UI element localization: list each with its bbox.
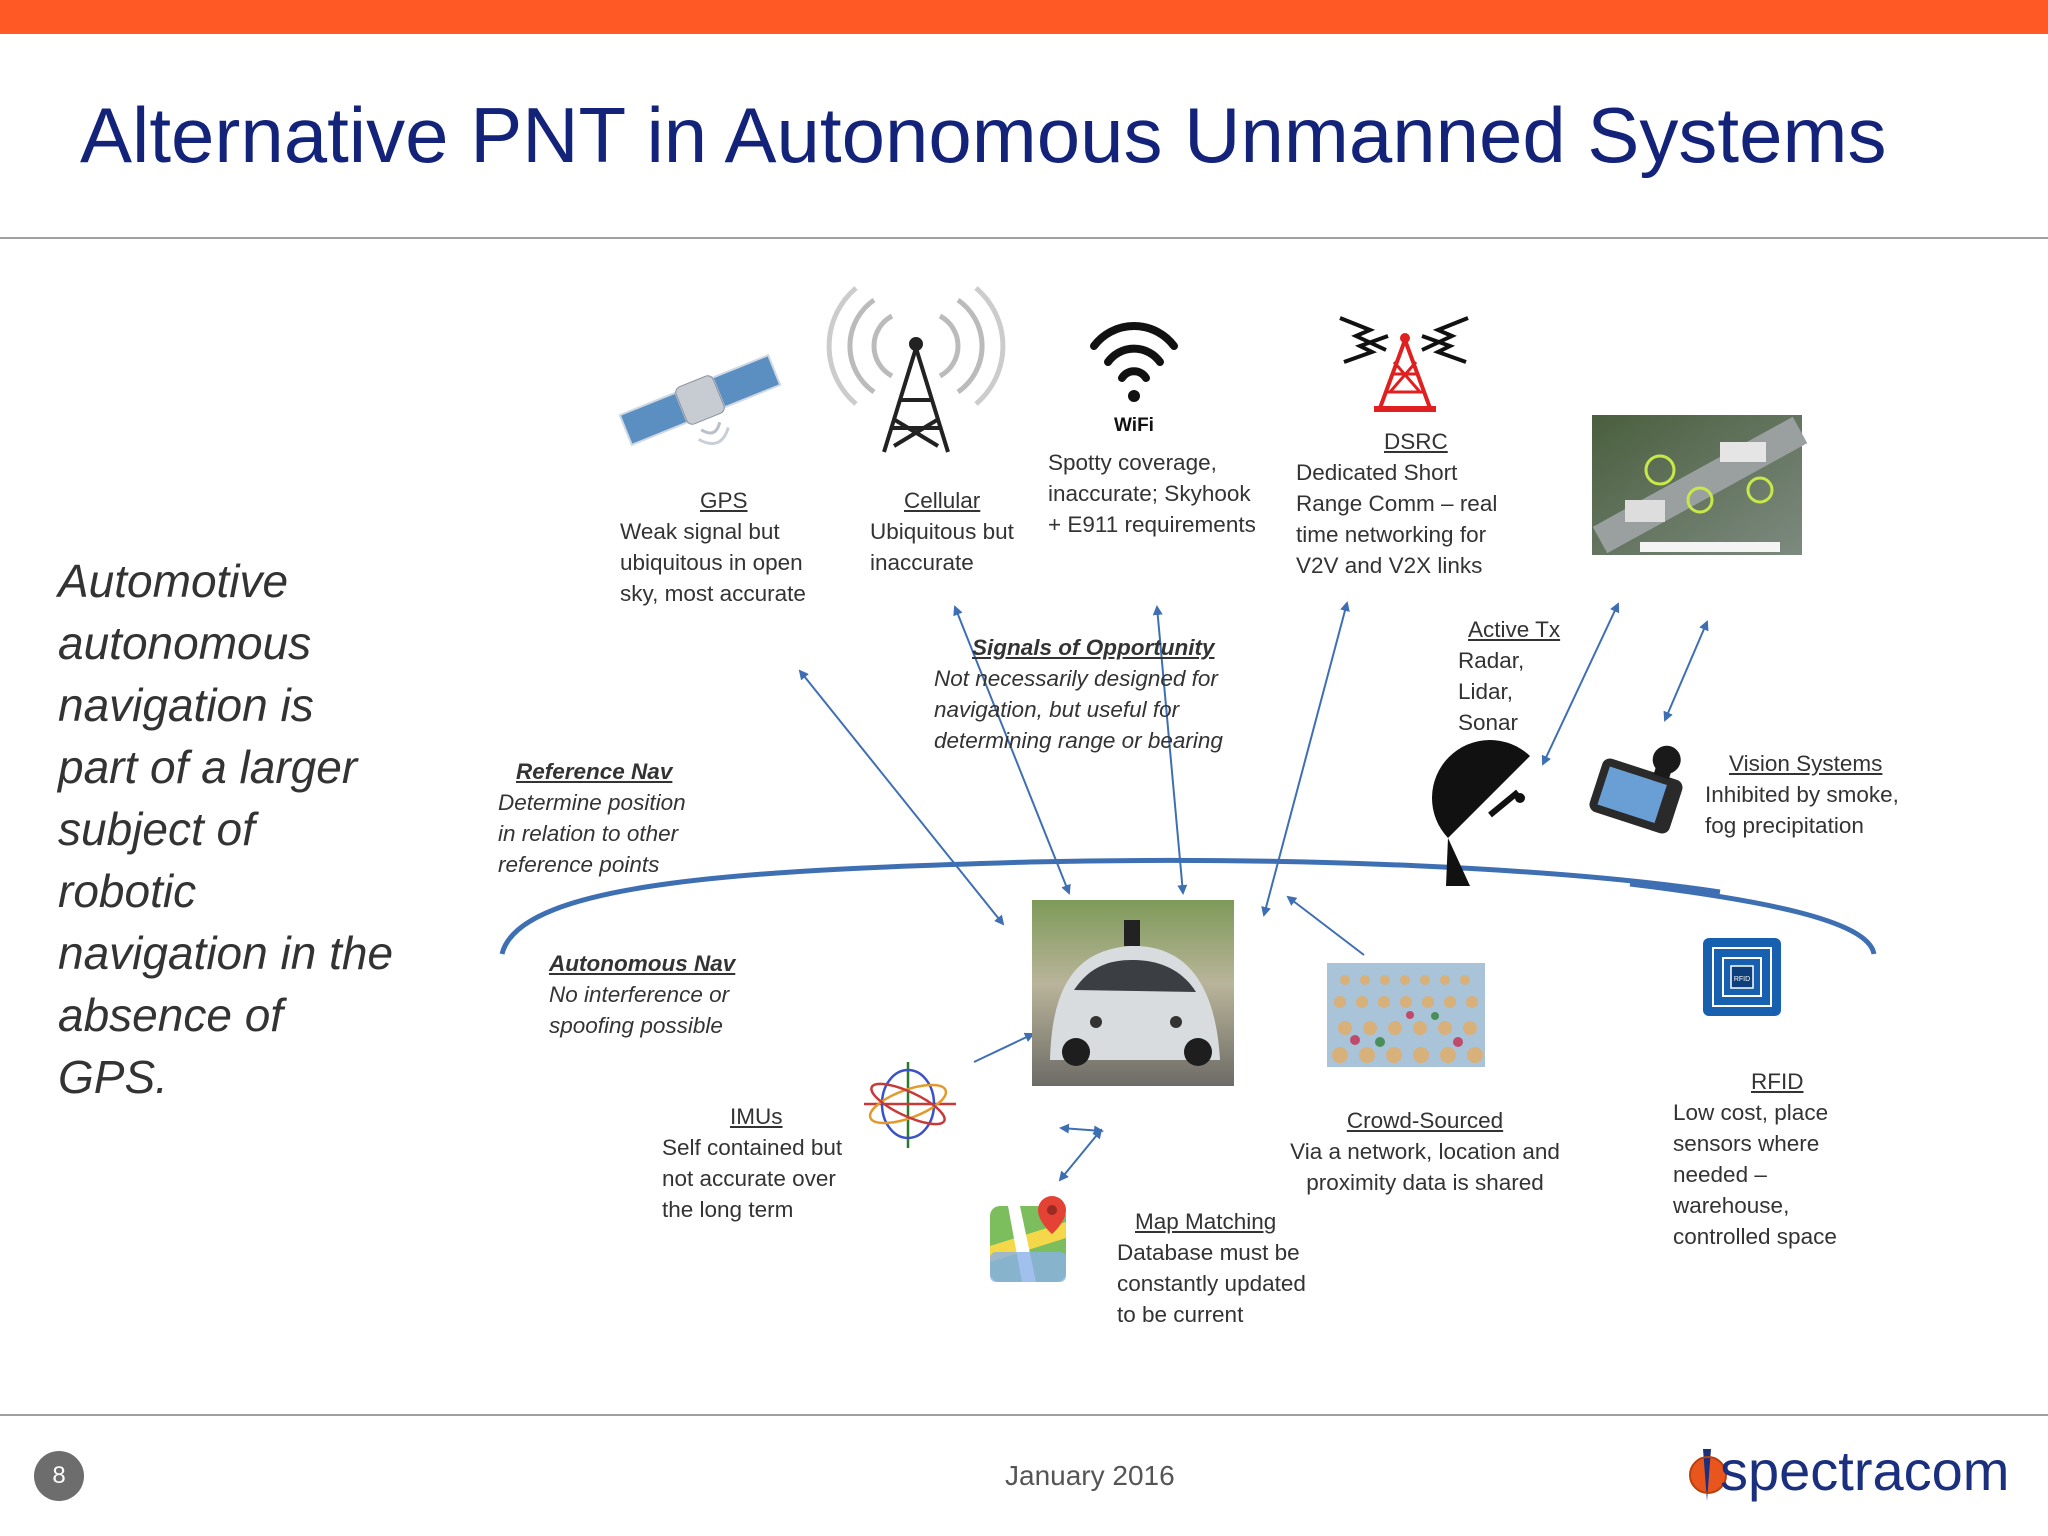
arrow-map [1059, 1123, 1104, 1136]
logo-wordmark: spectracom [1720, 1439, 2010, 1502]
vision-title: Vision Systems [1729, 751, 1883, 776]
spectracom-logo-mark [1689, 1449, 1727, 1501]
node-signals: Signals of Opportunity Not necessarily d… [934, 632, 1254, 756]
rfid-title: RFID [1751, 1069, 1804, 1094]
reference-nav-title: Reference Nav [516, 759, 673, 784]
node-imus: IMUs Self contained but not accurate ove… [662, 1101, 852, 1225]
title-divider [0, 237, 2048, 239]
footer-divider [0, 1414, 2048, 1416]
satellite-icon [618, 353, 782, 447]
signals-title: Signals of Opportunity [972, 635, 1215, 660]
dsrc-title: DSRC [1384, 429, 1448, 454]
node-vision: Vision Systems Inhibited by smoke, fog p… [1705, 748, 1905, 841]
imu-icon [864, 1062, 956, 1148]
node-autonomous-nav: Autonomous Nav No interference or spoofi… [549, 948, 769, 1041]
cellular-title: Cellular [904, 488, 981, 513]
wifi-desc: Spotty coverage, inaccurate; Skyhook + E… [1048, 450, 1256, 537]
node-crowd-sourced: Crowd-Sourced Via a network, location an… [1270, 1105, 1580, 1198]
slide-title: Alternative PNT in Autonomous Unmanned S… [80, 91, 1887, 179]
dsrc-desc: Dedicated Short Range Comm – real time n… [1296, 460, 1498, 578]
active-tx-desc: Radar, Lidar, Sonar [1458, 648, 1525, 735]
arrow-map-matching [1058, 1128, 1103, 1182]
arrow-active-tx [1541, 602, 1620, 766]
crowd-image [1327, 963, 1485, 1067]
node-dsrc: DSRC Dedicated Short Range Comm – real t… [1296, 426, 1526, 581]
node-active-tx: Active Tx Radar, Lidar, Sonar [1458, 614, 1568, 738]
page-number-badge: 8 [34, 1451, 84, 1501]
active-tx-title: Active Tx [1468, 617, 1561, 642]
dsrc-tower-icon [1339, 316, 1469, 412]
signals-desc: Not necessarily designed for navigation,… [934, 666, 1223, 753]
crowd-desc: Via a network, location and proximity da… [1290, 1139, 1560, 1195]
imus-desc: Self contained but not accurate over the… [662, 1135, 843, 1222]
node-wifi: Spotty coverage, inaccurate; Skyhook + E… [1048, 447, 1268, 540]
node-rfid: RFID Low cost, place sensors where neede… [1673, 1066, 1863, 1252]
map-pin-icon [990, 1196, 1066, 1282]
gps-desc: Weak signal but ubiquitous in open sky, … [620, 519, 806, 606]
autonomous-boundary-arc-right [1629, 881, 1877, 955]
arrow-cellular [953, 605, 1071, 895]
reference-nav-desc: Determine position in relation to other … [498, 790, 686, 877]
rfid-desc: Low cost, place sensors where needed – w… [1673, 1100, 1837, 1249]
vision-camera-icon [1589, 745, 1683, 834]
node-reference-nav: Reference Nav Determine position in rela… [498, 756, 688, 880]
rfid-tag-label: RFID [1734, 976, 1750, 983]
spectracom-logo: spectracom [1686, 1438, 2009, 1503]
sidebar-statement: Automotive autonomous navigation is part… [58, 555, 394, 1103]
street-scene-image [1592, 415, 1808, 555]
accent-bar [0, 0, 2048, 34]
map-matching-title: Map Matching [1135, 1209, 1277, 1234]
node-cellular: Cellular Ubiquitous but inaccurate [870, 485, 1030, 578]
arrow-imu [973, 1032, 1035, 1063]
node-gps: GPS Weak signal but ubiquitous in open s… [620, 485, 820, 609]
wifi-label: WiFi [1114, 415, 1154, 436]
autonomous-car-image [1032, 900, 1234, 1086]
wifi-icon [1090, 322, 1178, 402]
arrow-wifi [1152, 605, 1188, 895]
footer-date: January 2016 [1005, 1460, 1175, 1491]
node-map-matching: Map Matching Database must be constantly… [1117, 1206, 1317, 1330]
rfid-tag-icon: RFID [1703, 938, 1781, 1016]
imus-title: IMUs [730, 1104, 783, 1129]
cell-tower-icon [826, 286, 1006, 453]
satellite-dish-icon [1432, 739, 1530, 886]
cellular-desc: Ubiquitous but inaccurate [870, 519, 1014, 575]
autonomous-nav-title: Autonomous Nav [549, 951, 736, 976]
gps-title: GPS [700, 488, 748, 513]
crowd-title: Crowd-Sourced [1346, 1108, 1504, 1133]
autonomous-nav-desc: No interference or spoofing possible [549, 982, 730, 1038]
vision-desc: Inhibited by smoke, fog precipitation [1705, 782, 1899, 838]
map-matching-desc: Database must be constantly updated to b… [1117, 1240, 1306, 1327]
arrow-dsrc [1261, 601, 1350, 917]
arrow-crowd [1286, 895, 1365, 956]
arrow-vision [1663, 620, 1709, 722]
